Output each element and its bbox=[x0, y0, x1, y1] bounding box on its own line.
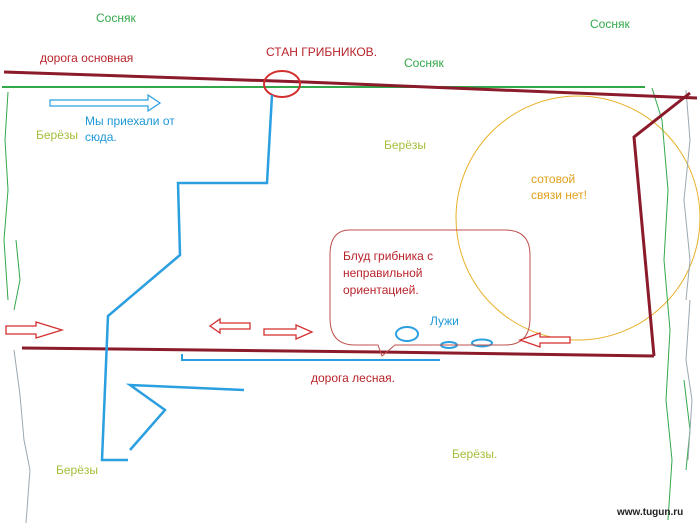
label-pine-top-right: Сосняк bbox=[590, 17, 630, 31]
arrow-right bbox=[518, 332, 571, 348]
no-signal-zone-circle bbox=[455, 95, 700, 341]
wander-path-line bbox=[100, 94, 274, 462]
label-birch-center: Берёзы bbox=[384, 138, 427, 152]
forest-edge-left-1 bbox=[3, 91, 9, 301]
label-puddles: Лужи bbox=[430, 314, 459, 328]
label-arrival-note: Мы приехали от сюда. bbox=[85, 114, 175, 144]
camp-circle bbox=[263, 70, 301, 98]
forest-road-blue-edge bbox=[181, 354, 440, 361]
label-birch-bottom-right: Берёзы. bbox=[452, 447, 498, 461]
road-right-loop bbox=[632, 91, 691, 357]
label-no-signal: сотовой связи нет! bbox=[531, 172, 588, 202]
forest-road-line bbox=[21, 346, 655, 358]
terrain-line-right-top bbox=[683, 89, 691, 301]
label-main-road: дорога основная bbox=[40, 51, 134, 65]
terrain-line-right-bottom bbox=[685, 299, 693, 461]
forest-edge-left-2 bbox=[13, 239, 21, 311]
terrain-line-left bbox=[13, 349, 31, 523]
arrow-left-edge bbox=[5, 321, 65, 339]
label-callout-text: Блуд грибника с неправильной ориентацией… bbox=[343, 249, 434, 297]
puddle-3 bbox=[471, 338, 493, 348]
main-road-line bbox=[3, 70, 698, 100]
label-birch-left: Берёзы bbox=[36, 128, 79, 142]
arrival-arrow bbox=[49, 93, 162, 113]
arrow-mid-right bbox=[263, 324, 314, 340]
label-pine-center: Сосняк bbox=[404, 56, 444, 70]
puddle-1 bbox=[395, 326, 419, 342]
watermark: www.tugun.ru bbox=[617, 507, 684, 518]
arrow-mid-left bbox=[208, 317, 251, 335]
forest-edge-right bbox=[651, 87, 673, 521]
callout-bubble bbox=[329, 229, 531, 357]
zigzag-path-line bbox=[125, 383, 245, 451]
label-birch-bottom-left: Берёзы bbox=[56, 463, 99, 477]
label-camp: СТАН ГРИБНИКОВ. bbox=[266, 45, 378, 59]
label-pine-top-left: Сосняк bbox=[96, 11, 136, 25]
label-forest-road: дорога лесная. bbox=[311, 371, 395, 385]
forest-edge-right-tail bbox=[683, 379, 691, 471]
